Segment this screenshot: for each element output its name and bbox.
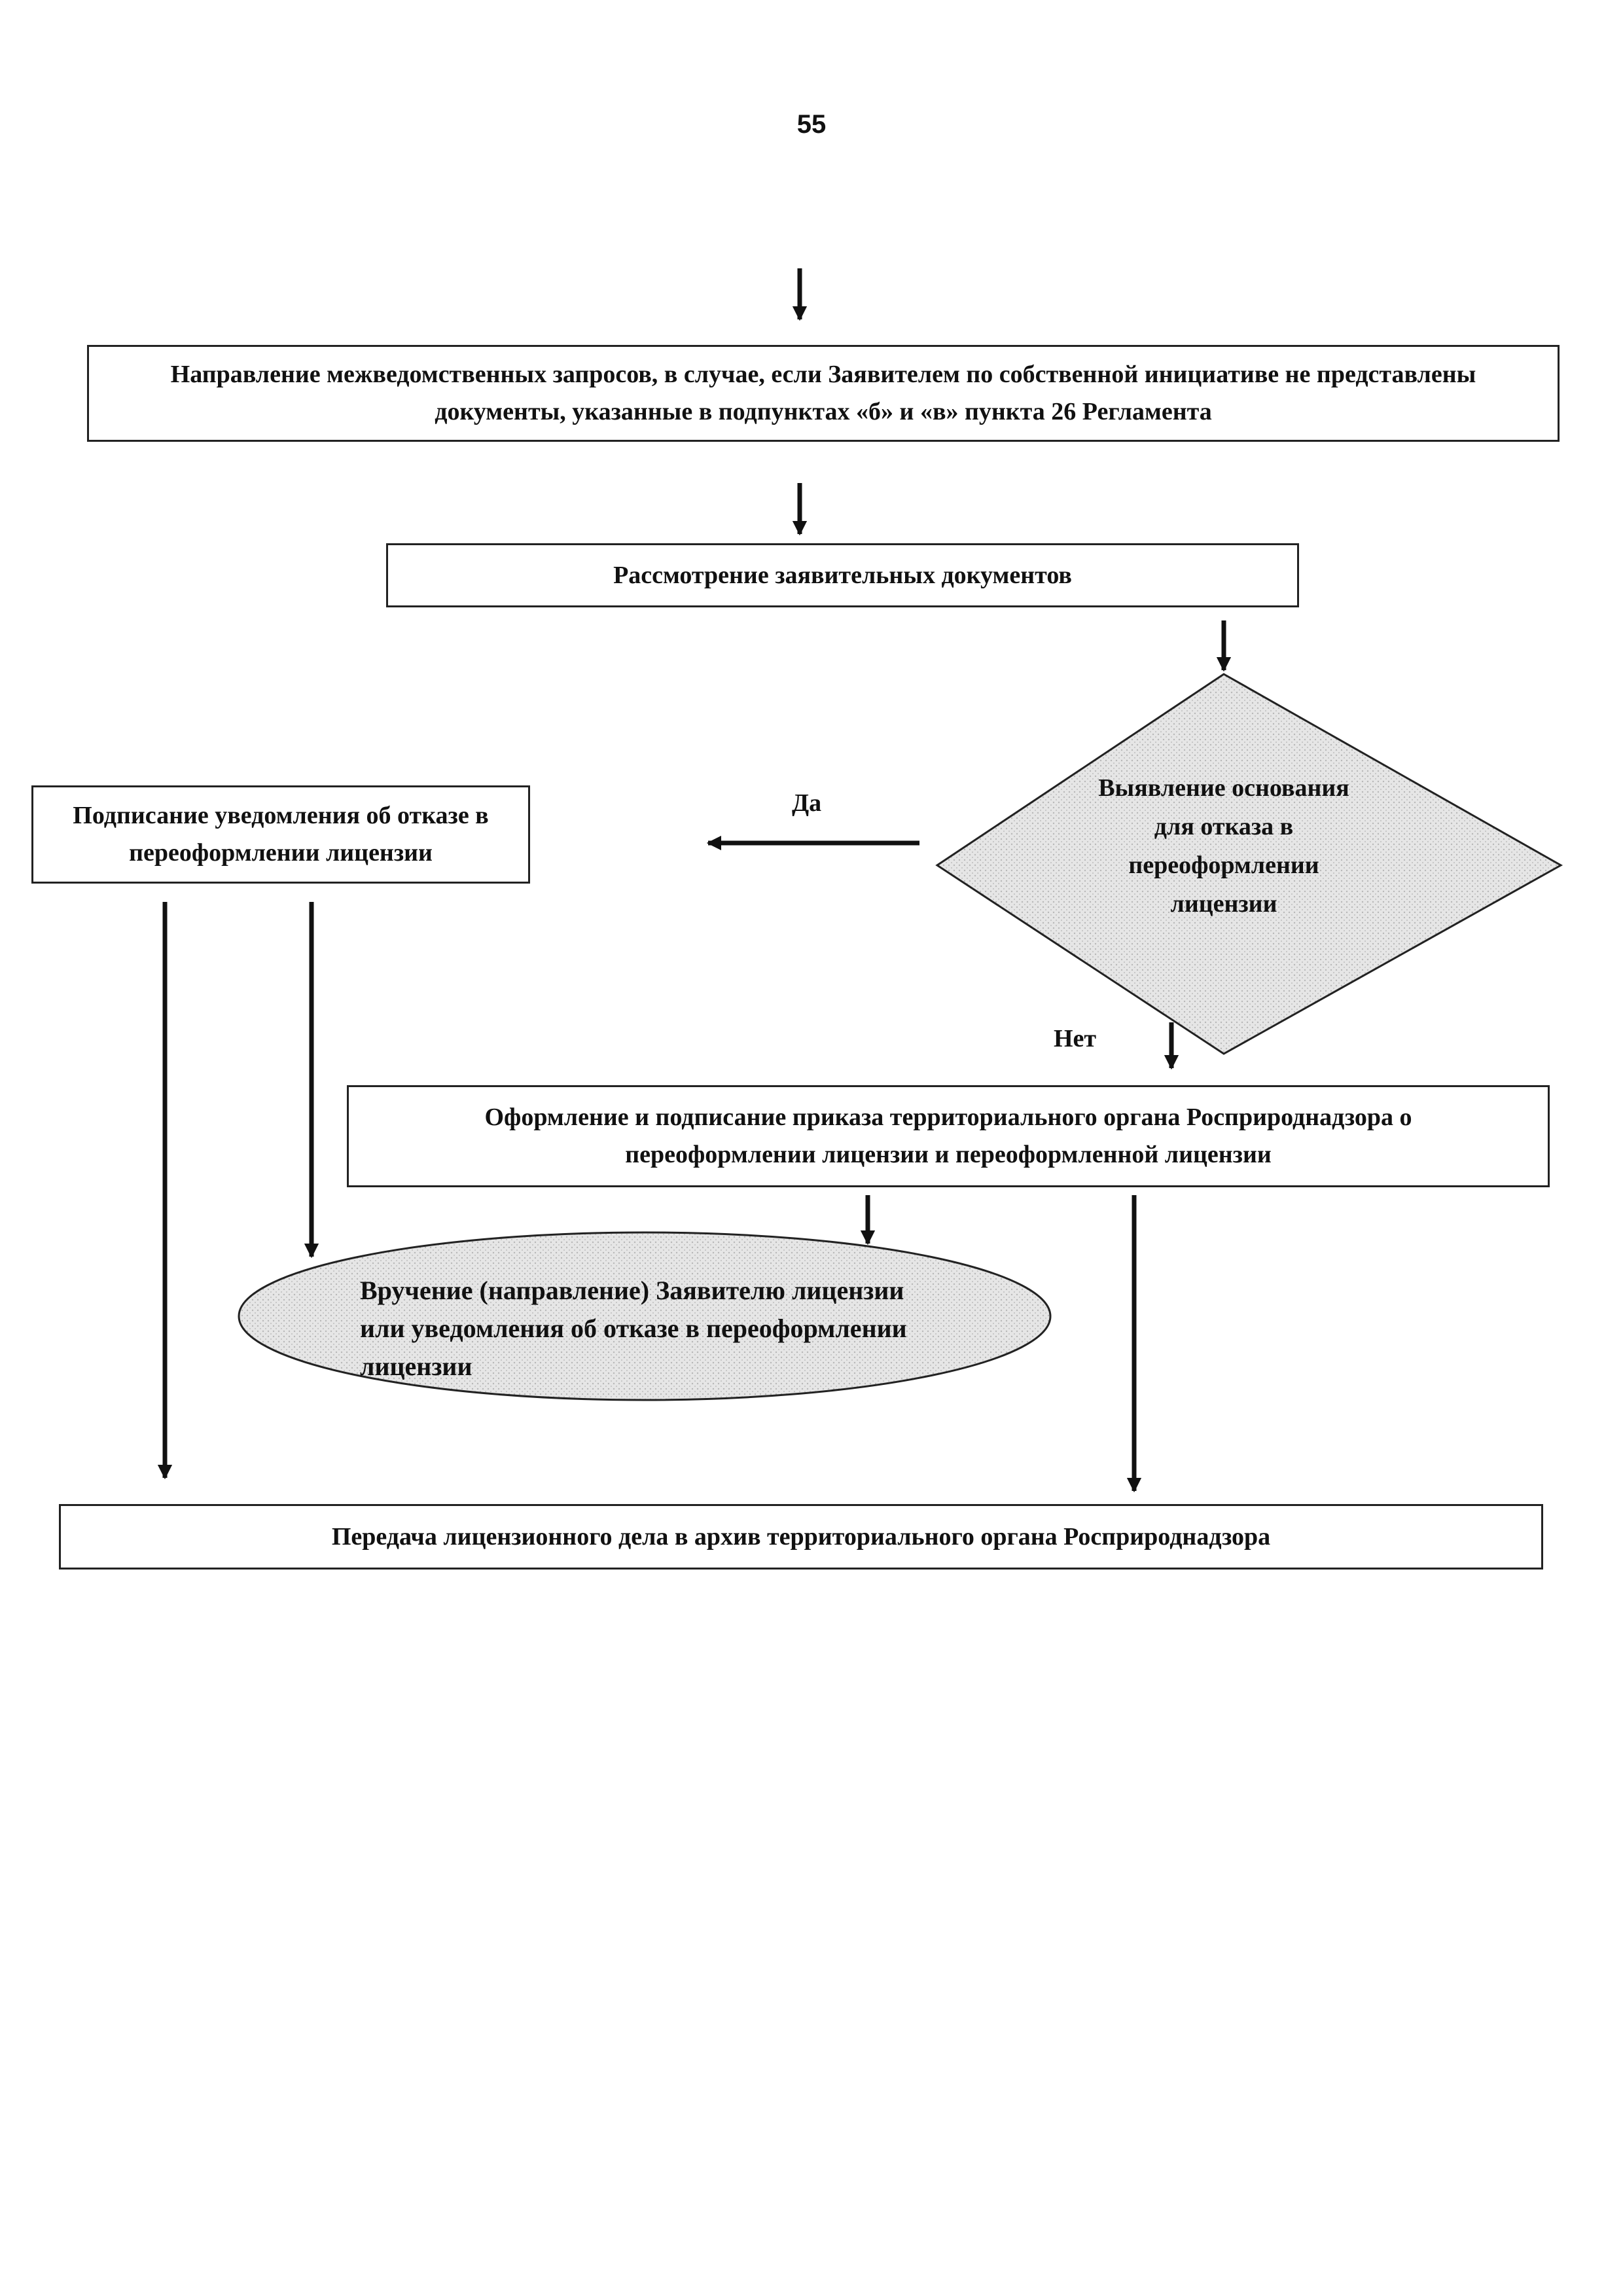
page-number: 55 xyxy=(796,110,827,139)
no-label: Нет xyxy=(1054,1025,1097,1052)
order-text: Оформление и подписание приказа территор… xyxy=(484,1103,1412,1168)
refusal-text: Подписание уведомления об отказе в перео… xyxy=(73,802,489,867)
review-text: Рассмотрение заявительных документов xyxy=(613,561,1072,589)
delivery-oval xyxy=(238,1231,1052,1401)
requests-box: Направление межведомственных запросов, в… xyxy=(87,345,1560,442)
decision-text: Выявление основания для отказа в переофо… xyxy=(1098,774,1349,918)
order-box: Оформление и подписание приказа территор… xyxy=(347,1085,1550,1187)
archive-box: Передача лицензионного дела в архив терр… xyxy=(59,1504,1543,1570)
review-box: Рассмотрение заявительных документов xyxy=(386,543,1299,607)
refusal-box: Подписание уведомления об отказе в перео… xyxy=(31,785,530,884)
yes-label: Да xyxy=(792,789,822,817)
requests-text: Направление межведомственных запросов, в… xyxy=(170,361,1476,425)
archive-text: Передача лицензионного дела в архив терр… xyxy=(331,1522,1271,1551)
oval-text: Вручение (направление) Заявителю лицензи… xyxy=(360,1276,907,1381)
decision-diamond xyxy=(935,673,1563,1055)
